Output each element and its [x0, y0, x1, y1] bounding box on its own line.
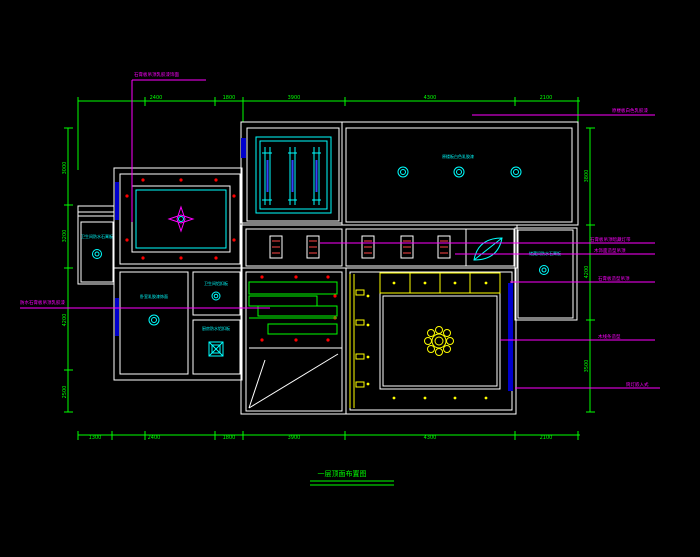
dim-bottom-3: 1800: [223, 435, 236, 441]
annotation-right-1: 原楼板白色乳胶漆: [612, 107, 648, 114]
upper-right-room: 原楼板白色乳胶漆: [397, 153, 522, 178]
dim-bottom-1: 1300: [89, 435, 102, 441]
upper-middle-ceiling: [255, 136, 332, 214]
dim-top-2: 1800: [223, 95, 236, 101]
annotation-left-2: 防水石膏板吊顶乳胶漆: [20, 299, 65, 306]
upper-middle-tube-lights: [266, 160, 318, 192]
exhaust-fan-icon: [208, 341, 224, 357]
living-room-ceiling: [349, 272, 501, 408]
bedroom-chandelier-icon: [167, 205, 195, 233]
drawing-title-block: 一层顶面布置图: [310, 469, 394, 486]
drawing-title: 一层顶面布置图: [318, 469, 367, 478]
dim-right-2: 4200: [584, 266, 590, 279]
dim-top-5: 2100: [540, 95, 553, 101]
dimension-labels: 2400 1800 3900 4300 2100 1300 2400 1800 …: [62, 95, 590, 441]
downlight-icon-3: [510, 166, 522, 178]
dim-top-3: 3900: [288, 95, 301, 101]
dim-bottom-4: 3900: [288, 435, 301, 441]
annotation-left-1: 石膏板吊顶乳胶漆饰面: [134, 71, 179, 78]
dim-right-1: 3800: [584, 170, 590, 183]
room-label-right-small: 储藏间防水石膏板: [529, 250, 561, 256]
dim-top-1: 2400: [150, 95, 163, 101]
right-room-light-icon: [539, 265, 549, 275]
dim-top-4: 4300: [424, 95, 437, 101]
dim-left-2: 3200: [62, 230, 68, 243]
bedroom2-light-icon: [148, 314, 160, 326]
annotation-right-4: 石膏板造型吊顶: [598, 275, 630, 282]
downlight-icon-2: [453, 166, 465, 178]
annotation-right-5: 木线条造型: [598, 333, 621, 340]
dim-left-1: 3000: [62, 162, 68, 175]
dim-bottom-2: 2400: [148, 435, 161, 441]
lower-left-rooms: 卧室乳胶漆饰面 卫生间铝扣板 厨房防水铝扣板: [140, 280, 230, 357]
dim-bottom-6: 2100: [540, 435, 553, 441]
kitchen-ceiling: [248, 275, 342, 409]
dim-right-3: 3500: [584, 360, 590, 373]
left-annex: 卫生间防水石膏板: [78, 211, 114, 259]
dim-left-4: 2500: [62, 386, 68, 399]
corridor-fixtures: [269, 235, 503, 261]
annotation-leaders: [20, 79, 660, 389]
room-label-left-bath: 卫生间防水石膏板: [81, 233, 113, 239]
living-room-chandelier-icon: [424, 326, 454, 356]
storage-light-icon: [211, 291, 221, 301]
right-small-room: 储藏间防水石膏板: [529, 250, 561, 275]
annex-light-icon: [92, 249, 102, 259]
room-label-bedroom: 卧室乳胶漆饰面: [140, 293, 168, 299]
downlight-icon-1: [397, 166, 409, 178]
bedroom-ceiling: [125, 178, 236, 260]
room-label-wc: 厨房防水铝扣板: [202, 325, 230, 331]
room-label-storage: 卫生间铝扣板: [204, 280, 228, 286]
wall-openings: [115, 138, 513, 391]
dim-bottom-5: 4300: [424, 435, 437, 441]
room-label-upper-right: 原楼板白色乳胶漆: [442, 153, 474, 159]
annotation-right-2: 石膏板吊顶暗藏灯带: [590, 236, 631, 243]
annotation-right-3: 木饰面造型吊顶: [594, 247, 626, 254]
dim-left-3: 4200: [62, 314, 68, 327]
leaf-ornament-icon: [473, 237, 503, 261]
annotation-texts: 石膏板吊顶乳胶漆饰面 防水石膏板吊顶乳胶漆 原楼板白色乳胶漆 石膏板吊顶暗藏灯带…: [20, 71, 649, 388]
dimension-lines: [64, 97, 595, 440]
annotation-right-6: 筒灯嵌入式: [626, 381, 649, 388]
